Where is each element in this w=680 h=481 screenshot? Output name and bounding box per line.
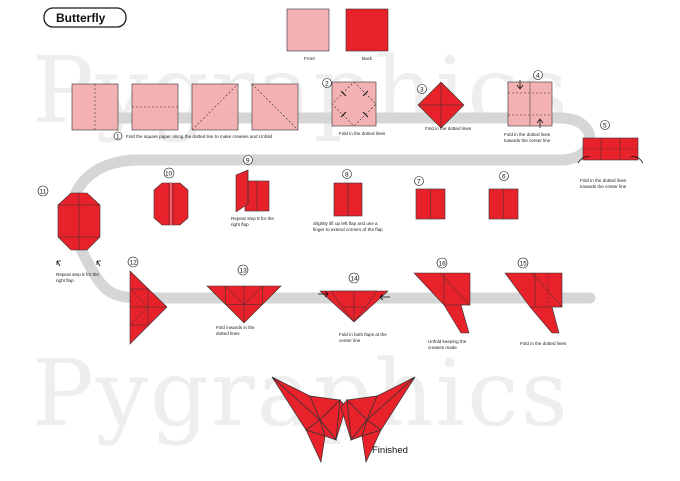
svg-text:14: 14: [351, 276, 359, 283]
step-4-text-1: Fold in the dotted lines: [504, 132, 551, 137]
step-13-marker: 13: [237, 264, 249, 276]
step-11-text-2: right flap: [56, 278, 74, 283]
svg-text:12: 12: [130, 260, 138, 267]
legend-back-swatch: [345, 8, 389, 52]
svg-text:5: 5: [603, 123, 607, 130]
svg-text:15: 15: [520, 261, 528, 268]
step-9-text-2: right flap: [231, 222, 249, 227]
step-8-marker: 8: [342, 169, 352, 179]
svg-text:7: 7: [417, 179, 421, 186]
step-9-diagram: [235, 169, 270, 213]
step-4-marker: 4: [533, 70, 543, 80]
step-6-marker: 6: [499, 171, 509, 181]
step-7-marker: 7: [414, 176, 424, 186]
step-13-text-1: Fold inwards in the: [216, 325, 255, 330]
svg-text:11: 11: [40, 189, 47, 196]
svg-text:1: 1: [116, 134, 120, 141]
step-2-marker: 2: [322, 78, 332, 88]
title-box: Butterfly: [43, 7, 127, 28]
step-13-text-2: dotted lines: [216, 331, 240, 336]
step-12-marker: 12: [127, 256, 139, 268]
step-3-text: Fold in the dotted lines: [425, 126, 472, 131]
step-12-diagram: [129, 270, 168, 345]
svg-text:6: 6: [502, 174, 506, 181]
legend: Front Back: [286, 8, 389, 61]
step-4-diagram: [507, 80, 553, 128]
step-14-marker: 14: [348, 272, 360, 284]
step-8-text-2: finger to extend corners of the flap: [313, 227, 383, 232]
finished-butterfly: [271, 376, 416, 464]
step-10-diagram: [153, 182, 189, 226]
svg-text:10: 10: [165, 171, 173, 178]
svg-text:9: 9: [246, 158, 250, 165]
step-8-diagram: [333, 182, 363, 217]
step-16-diagram: [504, 272, 563, 334]
watermark-top: Pygraphics: [32, 37, 570, 144]
step-9-marker: 9: [243, 155, 253, 165]
step-2-diagram: [331, 81, 377, 127]
step-15-marker: 16: [436, 257, 448, 269]
step-14-text-1: Fold in both flaps at the: [339, 332, 387, 337]
step-15-diagram: [413, 272, 471, 334]
step-14-diagram: [318, 290, 390, 323]
svg-text:16: 16: [439, 261, 447, 268]
step-14-text-2: center line: [339, 338, 361, 343]
step-1-marker: 1: [113, 131, 123, 141]
step-3-diagram: [417, 81, 465, 129]
step-7-diagram: [415, 188, 446, 220]
legend-front-label: Front: [304, 56, 315, 61]
svg-text:3: 3: [420, 87, 424, 94]
step-9-text-1: Repeat step 8 for the: [231, 216, 274, 221]
step-6-diagram: [488, 188, 519, 220]
step-13-diagram: [206, 285, 282, 324]
step-10-marker: 10: [163, 167, 175, 179]
step-11-diagram: [56, 192, 101, 267]
step-16-marker: 15: [517, 257, 529, 269]
step-15-text-2: creases made: [428, 345, 457, 350]
step-3-marker: 3: [417, 84, 427, 94]
step-11-text-1: Repeat step 8 for the: [56, 272, 99, 277]
step-15-text-1: Unfold keeping the: [428, 339, 467, 344]
svg-text:2: 2: [325, 81, 329, 88]
step-4-text-2: towards the center line: [504, 138, 551, 143]
svg-text:13: 13: [240, 268, 248, 275]
step-2-text: Fold in the dotted lines: [339, 131, 386, 136]
step-5-diagram: [577, 137, 644, 164]
step-5-text-2: towards the center line: [580, 184, 627, 189]
step-5-marker: 5: [600, 120, 610, 130]
finished-label: Finished: [372, 445, 408, 456]
step-1-diagram: [71, 83, 299, 131]
legend-back-label: Back: [362, 56, 373, 61]
svg-text:4: 4: [536, 73, 540, 80]
svg-text:8: 8: [345, 172, 349, 179]
step-1-text: Fold the square paper along the dotted l…: [126, 134, 273, 139]
step-5-text-1: Fold in the dotted lines: [580, 178, 627, 183]
step-11-marker: 11: [37, 185, 49, 197]
step-16-text: Fold in the dotted lines: [520, 341, 567, 346]
title: Butterfly: [56, 11, 106, 25]
legend-front-swatch: [286, 8, 330, 52]
step-8-text-1: Slightly lift up left flap and use a: [313, 221, 378, 226]
